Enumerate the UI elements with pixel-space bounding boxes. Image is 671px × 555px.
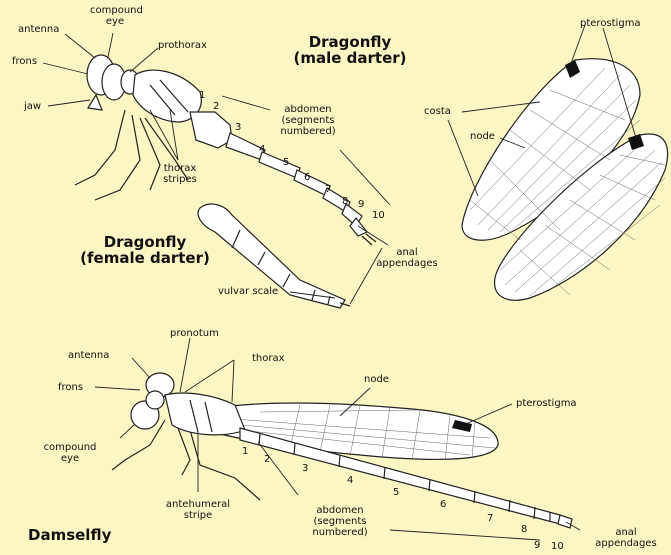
- damsel-seg-10: 10: [551, 541, 564, 552]
- label-compound-eye-damsel-line-1: compound: [42, 442, 98, 453]
- male-leg-mid: [95, 115, 140, 200]
- label-antenna-damsel: antenna: [68, 350, 109, 361]
- label-compound-eye: compound eye: [90, 5, 140, 27]
- damsel-seg-6: 6: [440, 499, 446, 510]
- label-compound-eye-damsel-line-2: eye: [42, 453, 98, 464]
- label-abdomen-male-line-3: numbered): [268, 126, 348, 137]
- damsel-face: [146, 391, 164, 409]
- male-abdomen-seg-1-3: [190, 112, 232, 148]
- female-title-line-1: Dragonfly: [70, 234, 220, 250]
- label-abdomen-damsel-line-2: (segments: [300, 516, 380, 527]
- label-antehumeral-stripe-line-1: antehumeral: [156, 499, 240, 510]
- label-anal-appendages-male-line-1: anal: [372, 247, 442, 258]
- damsel-seg-5: 5: [393, 487, 399, 498]
- male-seg-6: 6: [304, 172, 310, 183]
- label-thorax-stripes: thorax stripes: [160, 163, 200, 185]
- male-title-line-1: Dragonfly: [280, 34, 420, 50]
- label-antehumeral-stripe-line-2: stripe: [156, 510, 240, 521]
- damsel-seg-2: 2: [264, 454, 270, 465]
- label-thorax-stripes-line-2: stripes: [160, 174, 200, 185]
- label-anal-appendages-damsel-line-1: anal: [588, 527, 664, 538]
- label-anal-appendages-male: anal appendages: [372, 247, 442, 269]
- male-seg-7: 7: [325, 184, 331, 195]
- male-title-line-2: (male darter): [280, 50, 420, 66]
- male-seg-8: 8: [342, 196, 348, 207]
- label-costa: costa: [424, 106, 451, 117]
- label-compound-eye-line-1: compound: [90, 5, 140, 16]
- label-thorax-stripes-line-1: thorax: [160, 163, 200, 174]
- label-pronotum: pronotum: [170, 328, 219, 339]
- label-vulvar-scale: vulvar scale: [218, 286, 278, 297]
- damsel-seg-3: 3: [302, 463, 308, 474]
- label-jaw: jaw: [24, 101, 41, 112]
- damsel-seg-1: 1: [242, 446, 248, 457]
- label-antehumeral-stripe: antehumeral stripe: [156, 499, 240, 521]
- dragonfly-wings: [462, 59, 668, 300]
- label-frons-damsel: frons: [58, 382, 83, 393]
- male-seg-3: 3: [235, 122, 241, 133]
- damsel-seg-8: 8: [521, 524, 527, 535]
- label-node-damsel: node: [364, 374, 389, 385]
- label-anal-appendages-damsel-line-2: appendages: [588, 538, 664, 549]
- damsel-seg-9: 9: [534, 540, 540, 551]
- male-leg-rear: [140, 118, 160, 190]
- label-antenna: antenna: [18, 24, 59, 35]
- label-anal-appendages-damsel: anal appendages: [588, 527, 664, 549]
- male-leg-front: [75, 110, 125, 185]
- damsel-seg-4: 4: [347, 475, 353, 486]
- damsel-seg-7: 7: [487, 513, 493, 524]
- male-seg-10: 10: [372, 210, 385, 221]
- label-prothorax: prothorax: [158, 40, 207, 51]
- label-frons: frons: [12, 56, 37, 67]
- label-abdomen-damsel-line-1: abdomen: [300, 505, 380, 516]
- male-seg-5: 5: [283, 157, 289, 168]
- damsel-thorax: [165, 393, 245, 435]
- male-seg-2: 2: [213, 101, 219, 112]
- label-abdomen-damsel: abdomen (segments numbered): [300, 505, 380, 538]
- label-abdomen-male: abdomen (segments numbered): [268, 104, 348, 137]
- male-jaw: [88, 95, 102, 110]
- male-seg-9: 9: [358, 199, 364, 210]
- label-anal-appendages-male-line-2: appendages: [372, 258, 442, 269]
- label-thorax: thorax: [252, 353, 285, 364]
- label-abdomen-male-line-2: (segments: [268, 115, 348, 126]
- damselfly-title: Damselfly: [28, 527, 111, 543]
- label-compound-eye-damsel: compound eye: [42, 442, 98, 464]
- female-title-line-2: (female darter): [70, 250, 220, 266]
- damsel-leg-2: [178, 428, 190, 475]
- label-pterostigma-dragonfly: pterostigma: [580, 18, 641, 29]
- male-dragonfly-title: Dragonfly (male darter): [280, 34, 420, 66]
- label-abdomen-damsel-line-3: numbered): [300, 527, 380, 538]
- label-node-dragonfly: node: [470, 131, 495, 142]
- label-abdomen-male-line-1: abdomen: [268, 104, 348, 115]
- label-compound-eye-line-2: eye: [90, 16, 140, 27]
- female-dragonfly-title: Dragonfly (female darter): [70, 234, 220, 266]
- label-pterostigma-damsel: pterostigma: [516, 398, 577, 409]
- male-seg-4: 4: [259, 144, 265, 155]
- male-seg-1: 1: [199, 90, 205, 101]
